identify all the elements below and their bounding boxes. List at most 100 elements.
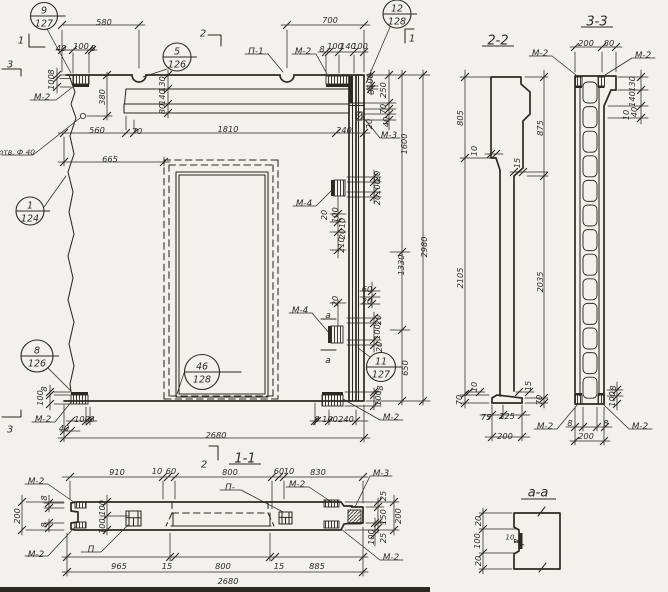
dim-100-top-left: 100 (73, 41, 89, 51)
dim-20-embed2-a: 20 (373, 315, 383, 325)
callout-11-127-bottom: 127 (372, 369, 390, 380)
dim-8-top-right: 8 (319, 44, 324, 54)
dim-150-11: 150 (378, 509, 388, 525)
section-1-1-title: 1-1 (234, 452, 255, 467)
dim-20-recess-2: 20 (337, 229, 347, 239)
mark-m2-33-bl: М-2 (537, 422, 554, 432)
dim-100-right-edge: 100 (365, 73, 375, 89)
dim-875: 875 (535, 120, 545, 136)
dim-240-bottom-right: 240 (338, 414, 354, 424)
dim-200-22: 200 (497, 431, 513, 441)
dim-60-11-b: 60 (274, 466, 284, 476)
dim-8-top-left: 8 (90, 43, 95, 53)
callout-circles (15, 0, 412, 391)
callout-8-126-bottom: 126 (28, 358, 46, 369)
sec-mark-3-bottom-left: 3 (7, 425, 13, 436)
dim-2980: 2980 (419, 237, 429, 258)
dim-1330: 1330 (396, 255, 406, 276)
callout-11-127-top: 11 (375, 356, 387, 367)
dim-70-22-br: 70 (534, 395, 544, 405)
dim-140-top-right: 140 (340, 41, 356, 51)
dim-700: 700 (322, 15, 338, 25)
dim-125-22: 125 (499, 411, 515, 421)
dim-560: 560 (89, 125, 105, 135)
dim-8-11-left-2: 8 (39, 522, 49, 527)
dim-20-aa-2: 20 (473, 556, 483, 566)
dim-910: 910 (109, 467, 125, 477)
dim-10-33: 10 (621, 110, 631, 120)
dim-100-top-right-1: 100 (327, 41, 343, 51)
embed-plates (70, 74, 605, 529)
dim-15-11-b: 15 (274, 561, 284, 571)
dim-8-33-br: 8 (603, 418, 608, 428)
dimension-and-leader-lines (1, 24, 656, 577)
dim-15-22-bottom: 15 (523, 381, 533, 391)
mark-m2-bottom-left: М-2 (35, 415, 52, 425)
label-otv-f40: отв. Ф 40 (0, 148, 35, 157)
dim-200-11: 200 (12, 508, 22, 524)
dim-20-embed1-a: 20 (372, 171, 382, 181)
dim-40-33: 40 (629, 107, 639, 117)
dim-130-beam: 130 (157, 76, 167, 92)
sheet-frame-band (0, 587, 430, 592)
dim-40-right-edge: 40 (381, 117, 391, 127)
dim-830: 830 (310, 467, 326, 477)
dashed-window-outline (163, 159, 279, 527)
mark-m4-upper: М-4 (296, 199, 312, 209)
mark-m2-bottom-right: М-2 (383, 413, 400, 423)
mark-m4-lower: М-4 (292, 306, 308, 316)
dim-40-top-left: 40 (56, 43, 66, 53)
dim-100-11-right: 100 (366, 529, 376, 545)
dim-10-aa: 10 (506, 534, 515, 542)
dim-2035: 2035 (535, 272, 545, 293)
secondary-lines (1, 28, 600, 573)
dim-25-11-a: 25 (378, 491, 388, 501)
callout-5-126-bottom: 126 (168, 59, 186, 70)
dim-20-recess-1: 20 (319, 210, 329, 220)
sec-mark-1-top-left: 1 (18, 36, 24, 47)
dim-100-recess: 100 (330, 207, 340, 223)
dim-20-recess-3: 20 (330, 296, 340, 306)
mark-m2-33-tl: М-2 (532, 49, 549, 59)
dim-60-edge: 60 (362, 284, 372, 294)
mark-m2-33-br: М-2 (632, 422, 649, 432)
mark-a-upper: а (325, 311, 331, 321)
dim-965: 965 (111, 561, 127, 571)
mark-p-dash: П- (225, 483, 235, 493)
mark-m2-top-left: М-2 (34, 93, 51, 103)
dim-25-11-b: 25 (378, 533, 388, 543)
detail-a-a-title: а-а (528, 486, 549, 501)
dim-60-11-a: 60 (166, 466, 176, 476)
callout-46-128-top: 46 (196, 361, 208, 372)
mark-a-lower: а (325, 356, 331, 366)
callout-12-128-bottom: 128 (388, 16, 406, 27)
callout-9-127-top: 9 (41, 5, 47, 16)
dim-240-top: 240 (336, 125, 352, 135)
dim-100-bottom-left: 100 (74, 414, 90, 424)
dim-10-22-bottom: 10 (469, 382, 479, 392)
dim-70-22-bl: 70 (454, 395, 464, 405)
hollow-core-voids (582, 81, 598, 399)
mark-m2-33-tr: М-2 (635, 51, 652, 61)
callout-8-126-top: 8 (34, 345, 40, 356)
dim-20-right-edge: 20 (364, 119, 374, 129)
dim-10-22-left: 10 (469, 146, 479, 156)
callout-1-124-top: 1 (27, 200, 33, 211)
dim-8-11-left-1: 8 (39, 495, 49, 500)
dim-2105: 2105 (455, 268, 465, 289)
mark-m3-top: М-3 (381, 131, 398, 141)
dim-75-22: 75 (481, 412, 491, 422)
dim-130-33: 130 (627, 76, 637, 92)
dim-70-right-edge: 70 (378, 104, 388, 114)
dim-100-bottom-right-v: 100 (373, 390, 383, 406)
dim-2680-11: 2680 (218, 576, 239, 586)
dim-1810: 1810 (218, 124, 239, 134)
dim-800-11-top: 800 (222, 467, 238, 477)
dim-100-100-11: 100,100 (97, 500, 107, 534)
dim-80-beam: 80 (157, 104, 167, 114)
dim-8-33-right: 8 (608, 385, 618, 390)
dim-100-embed2: 100 (372, 324, 382, 340)
